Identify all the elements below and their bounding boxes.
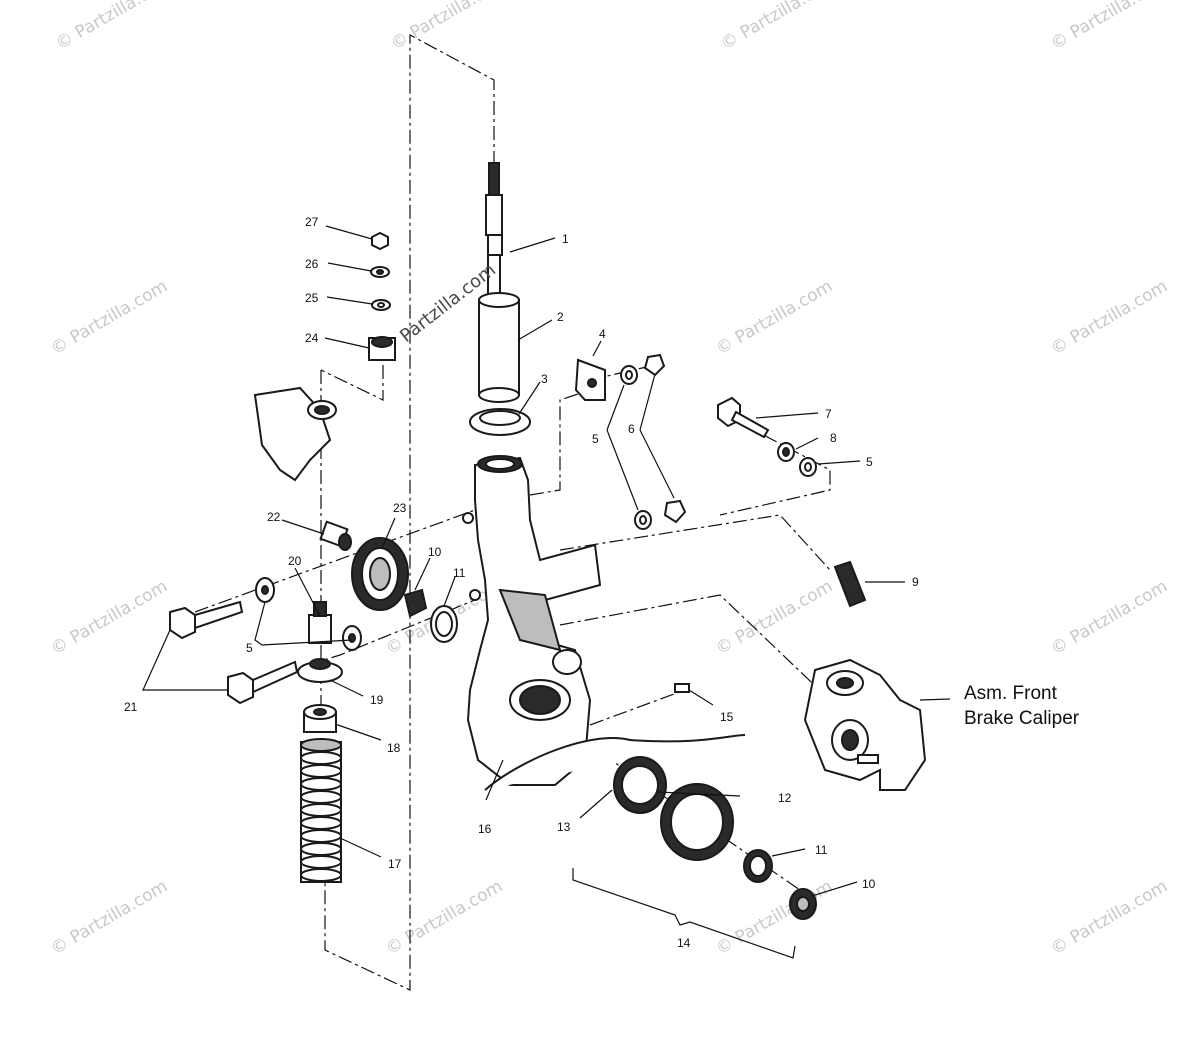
callout-7: 7 (825, 407, 832, 421)
part-washer-25 (371, 299, 391, 311)
part-bolt-21-upper (169, 600, 244, 640)
callout-11: 11 (815, 843, 828, 857)
watermark: © Partzilla.com (48, 576, 172, 659)
callout-16: 16 (478, 822, 492, 836)
part-washer-5-tab (620, 365, 638, 385)
part-frame-bracket (253, 386, 337, 482)
part-bearing-10-lower (789, 888, 817, 920)
watermark-layer: © Partzilla.com © Partzilla.com © Partzi… (48, 0, 1172, 959)
part-washer-5-left-upper (255, 577, 275, 603)
part-washer-8 (777, 442, 795, 462)
part-washer-26 (370, 266, 390, 278)
part-bearing-cup-12 (660, 783, 734, 861)
part-bearing-10-upper (403, 588, 428, 618)
bolt7-centerline (719, 411, 831, 516)
callout-24: 24 (305, 331, 319, 345)
part-washer-5-left-lower (342, 625, 362, 651)
callout-10: 10 (862, 877, 876, 891)
part-pin-22 (319, 520, 352, 551)
watermark: © Partzilla.com (53, 0, 177, 54)
pad-centerline (559, 514, 831, 571)
callout-21: 21 (124, 700, 138, 714)
caliper-centerline (559, 594, 831, 701)
caliper-label-line1: Asm. Front (964, 683, 1058, 704)
callout-13: 13 (557, 820, 571, 834)
part-spring-17 (300, 738, 342, 883)
part-bolt-7 (717, 396, 770, 439)
callout-1: 1 (562, 232, 569, 246)
watermark: © Partzilla.com (1048, 276, 1172, 359)
watermark: © Partzilla.com (383, 876, 507, 959)
part-sensor-15 (484, 683, 746, 791)
part-steering-knuckle (462, 455, 602, 786)
callout-9: 9 (912, 575, 919, 589)
watermark: © Partzilla.com (713, 876, 837, 959)
callout-6: 6 (628, 422, 635, 436)
watermark: © Partzilla.com (718, 0, 842, 54)
callout-11: 11 (453, 566, 466, 580)
callout-14: 14 (677, 936, 691, 950)
part-race-11-lower (743, 849, 773, 883)
part-nut-6-upper (643, 353, 666, 377)
part-bearing-23 (351, 537, 409, 611)
callout-5: 5 (246, 641, 253, 655)
callout-20: 20 (288, 554, 302, 568)
callout-27: 27 (305, 215, 319, 229)
leader-lines (142, 225, 951, 897)
callout-5: 5 (592, 432, 599, 446)
part-brake-caliper-assembly (803, 658, 927, 791)
part-washer-19 (297, 658, 343, 683)
part-bushing-18 (303, 704, 337, 733)
callout-8: 8 (830, 431, 837, 445)
part-tab-4 (574, 358, 606, 401)
watermark: © Partzilla.com (48, 876, 172, 959)
callout-5: 5 (866, 455, 873, 469)
part-washer-5-lower (634, 510, 652, 530)
callout-25: 25 (305, 291, 319, 305)
watermark: © Partzilla.com (1048, 0, 1172, 54)
sensor-centerline (589, 689, 686, 726)
callout-4: 4 (599, 327, 606, 341)
part-sleeve (478, 292, 520, 403)
callout-22: 22 (267, 510, 281, 524)
callout-12: 12 (778, 791, 792, 805)
caliper-assembly-label: Asm. Front Brake Caliper (964, 683, 1080, 729)
part-bushing-24 (368, 336, 396, 361)
callout-23: 23 (393, 501, 407, 515)
bracket-14 (572, 868, 796, 959)
callout-10: 10 (428, 545, 442, 559)
watermark: © Partzilla.com (388, 0, 512, 54)
part-nut-27 (371, 231, 389, 251)
caliper-label-line2: Brake Caliper (964, 708, 1080, 729)
callout-labels: 1 2 3 4 5 6 7 8 5 9 10 11 15 12 13 11 10… (124, 215, 919, 950)
callout-26: 26 (305, 257, 319, 271)
part-seal-13 (613, 756, 667, 814)
mount-centerline (320, 365, 384, 401)
shaft-centerline (324, 33, 495, 991)
callout-2: 2 (557, 310, 564, 324)
callout-18: 18 (387, 741, 401, 755)
callout-3: 3 (541, 372, 548, 386)
tab-centerline (529, 389, 591, 496)
part-bolt-21-lower (227, 660, 299, 705)
watermark: © Partzilla.com (48, 276, 172, 359)
part-race-11-upper (430, 605, 458, 643)
part-brake-pad-9 (833, 560, 867, 608)
callout-15: 15 (720, 710, 734, 724)
callout-17: 17 (388, 857, 402, 871)
part-seal-ring (469, 408, 531, 436)
watermark: © Partzilla.com (713, 276, 837, 359)
part-fitting-20 (308, 601, 332, 644)
part-nut-6-lower (663, 499, 687, 524)
watermark: © Partzilla.com (1048, 576, 1172, 659)
callout-19: 19 (370, 693, 384, 707)
watermark: © Partzilla.com (1048, 876, 1172, 959)
part-washer-5-right (799, 457, 817, 477)
